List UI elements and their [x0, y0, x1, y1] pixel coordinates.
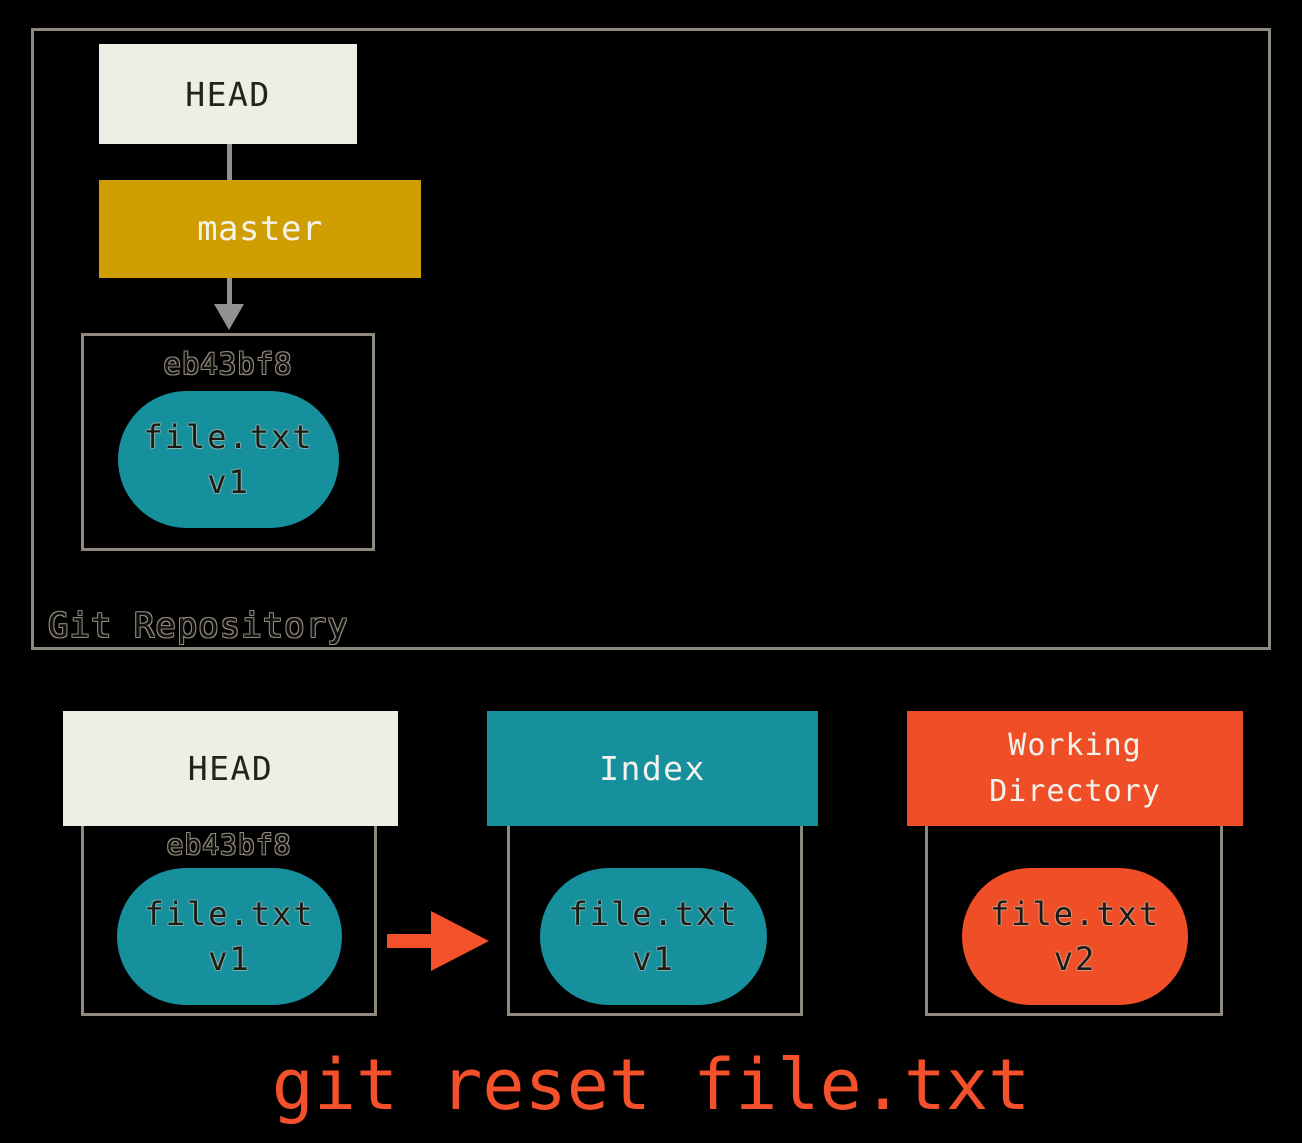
commit-hash: eb43bf8	[163, 347, 293, 381]
column-header-workdir-label: Working Directory	[989, 727, 1161, 809]
file-blob-repo: file.txt v1	[118, 391, 339, 528]
file-blob-head: file.txt v1	[117, 868, 342, 1005]
arrow-right-shaft	[387, 934, 432, 948]
git-repository-label: Git Repository	[48, 606, 349, 646]
head-to-master-connector	[227, 144, 232, 180]
file-blob-version: v1	[208, 939, 251, 978]
file-blob-index: file.txt v1	[540, 868, 767, 1005]
file-blob-name: file.txt	[144, 894, 315, 933]
file-blob-version: v2	[1053, 939, 1097, 978]
arrow-right-icon	[431, 911, 489, 971]
head-ref-box: HEAD	[99, 44, 357, 144]
file-blob-version: v1	[632, 939, 675, 978]
file-blob-name: file.txt	[568, 894, 739, 933]
file-blob-name: file.txt	[143, 417, 314, 456]
file-blob-name: file.txt	[989, 894, 1161, 933]
column-header-index-label: Index	[599, 749, 706, 788]
head-column-commit-hash: eb43bf8	[166, 828, 292, 861]
master-branch-label: master	[197, 209, 323, 249]
column-header-index: Index	[487, 711, 818, 826]
head-ref-label: HEAD	[185, 74, 271, 114]
column-header-workdir: Working Directory	[907, 711, 1243, 826]
master-to-commit-connector	[227, 278, 232, 306]
file-blob-workdir: file.txt v2	[962, 868, 1188, 1005]
commit-box	[81, 333, 375, 551]
command-caption: git reset file.txt	[271, 1044, 1031, 1126]
column-header-head: HEAD	[63, 711, 398, 826]
master-branch-box: master	[99, 180, 421, 278]
arrow-down-icon	[214, 304, 244, 330]
git-repository-box	[31, 28, 1271, 650]
column-header-head-label: HEAD	[187, 749, 274, 788]
file-blob-version: v1	[207, 462, 250, 501]
